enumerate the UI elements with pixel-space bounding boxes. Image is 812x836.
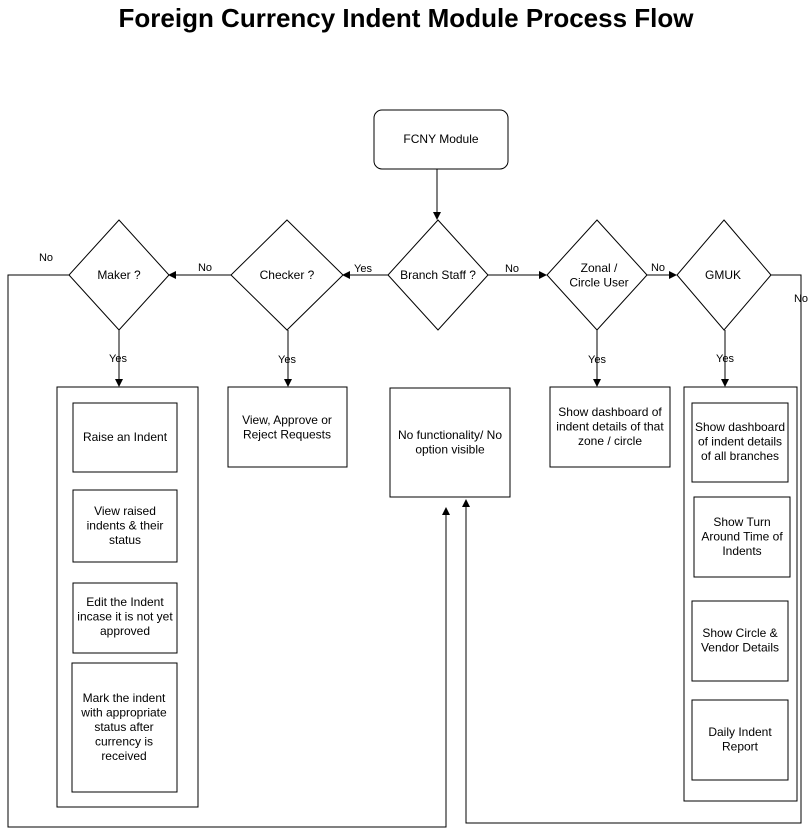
text-line: Around Time of — [701, 530, 783, 544]
text-line: View raised — [94, 504, 156, 518]
edge-label-checker-maker: No — [198, 262, 212, 274]
maker-raise-text: Raise an Indent — [83, 430, 168, 444]
edge-gmuk-no — [462, 274, 802, 824]
checker-actions-box — [227, 386, 348, 468]
text-line: Show Circle & — [702, 626, 777, 640]
text-line: Circle User — [569, 276, 628, 290]
edge-maker-no — [7, 274, 450, 828]
text-line: Indents — [722, 544, 761, 558]
edge-label-gmuk-yes: Yes — [716, 353, 734, 365]
edge-label-maker-no: No — [39, 252, 53, 264]
text-line: Edit the Indent — [86, 595, 164, 609]
branch-staff-label: Branch Staff ? — [400, 268, 476, 282]
gmuk-dashboard-box — [691, 402, 789, 483]
edge-label-zonal-yes: Yes — [588, 354, 606, 366]
text-line: Show dashboard — [695, 420, 785, 434]
edge-label-maker-yes: Yes — [109, 353, 127, 365]
text-line: Zonal / — [581, 261, 618, 275]
text-line: indents & their — [87, 519, 164, 533]
maker-view-box — [72, 489, 178, 563]
text-line: Report — [722, 740, 759, 754]
text-line: Show dashboard of — [558, 405, 662, 419]
edge-label-branch-checker: Yes — [354, 263, 372, 275]
gmuk-label: GMUK — [705, 268, 741, 282]
text-line: Daily Indent — [708, 725, 772, 739]
text-line: of indent details — [698, 435, 782, 449]
maker-raise-box — [72, 402, 178, 473]
maker-mark-box — [71, 662, 178, 793]
page-title: Foreign Currency Indent Module Process F… — [118, 3, 694, 33]
checker-decision — [230, 219, 344, 331]
text-line: Show Turn — [713, 515, 770, 529]
fcny-module-node — [373, 109, 509, 170]
no-functionality-box — [389, 387, 511, 498]
fcny-module-label: FCNY Module — [403, 132, 478, 146]
edge-label-gmuk-no: No — [794, 293, 808, 305]
gmuk-tat-box — [693, 496, 791, 578]
text-line: of all branches — [701, 449, 779, 463]
edge-label-checker-yes: Yes — [278, 354, 296, 366]
text-line: received — [101, 749, 146, 763]
text-line: with appropriate — [80, 706, 167, 720]
zonal-dashboard-box — [549, 386, 671, 468]
text-line: status after — [94, 720, 153, 734]
text-line: approved — [100, 624, 150, 638]
text-line: View, Approve or — [242, 413, 332, 427]
text-line: currency is — [95, 735, 153, 749]
gmuk-daily-box — [691, 699, 789, 781]
maker-label: Maker ? — [97, 268, 141, 282]
branch-staff-decision — [387, 219, 489, 331]
text-line: zone / circle — [578, 434, 642, 448]
text-line: No functionality/ No — [398, 428, 502, 442]
edge-label-zonal-gmuk: No — [651, 262, 665, 274]
text-line: indent details of that — [556, 420, 664, 434]
text-line: status — [109, 533, 141, 547]
gmuk-decision — [676, 219, 772, 331]
maker-decision — [68, 219, 170, 331]
maker-edit-box — [72, 582, 178, 654]
zonal-label: Zonal /Circle User — [569, 261, 628, 290]
text-line: option visible — [415, 443, 485, 457]
zonal-decision — [546, 219, 648, 331]
text-line: Vendor Details — [701, 641, 779, 655]
gmuk-circle-text: Show Circle &Vendor Details — [701, 626, 779, 655]
gmuk-circle-box — [691, 600, 789, 682]
checker-label: Checker ? — [260, 268, 315, 282]
edge-label-branch-zonal: No — [505, 263, 519, 275]
text-line: Reject Requests — [243, 428, 331, 442]
text-line: Mark the indent — [83, 691, 166, 705]
text-line: incase it is not yet — [77, 610, 173, 624]
